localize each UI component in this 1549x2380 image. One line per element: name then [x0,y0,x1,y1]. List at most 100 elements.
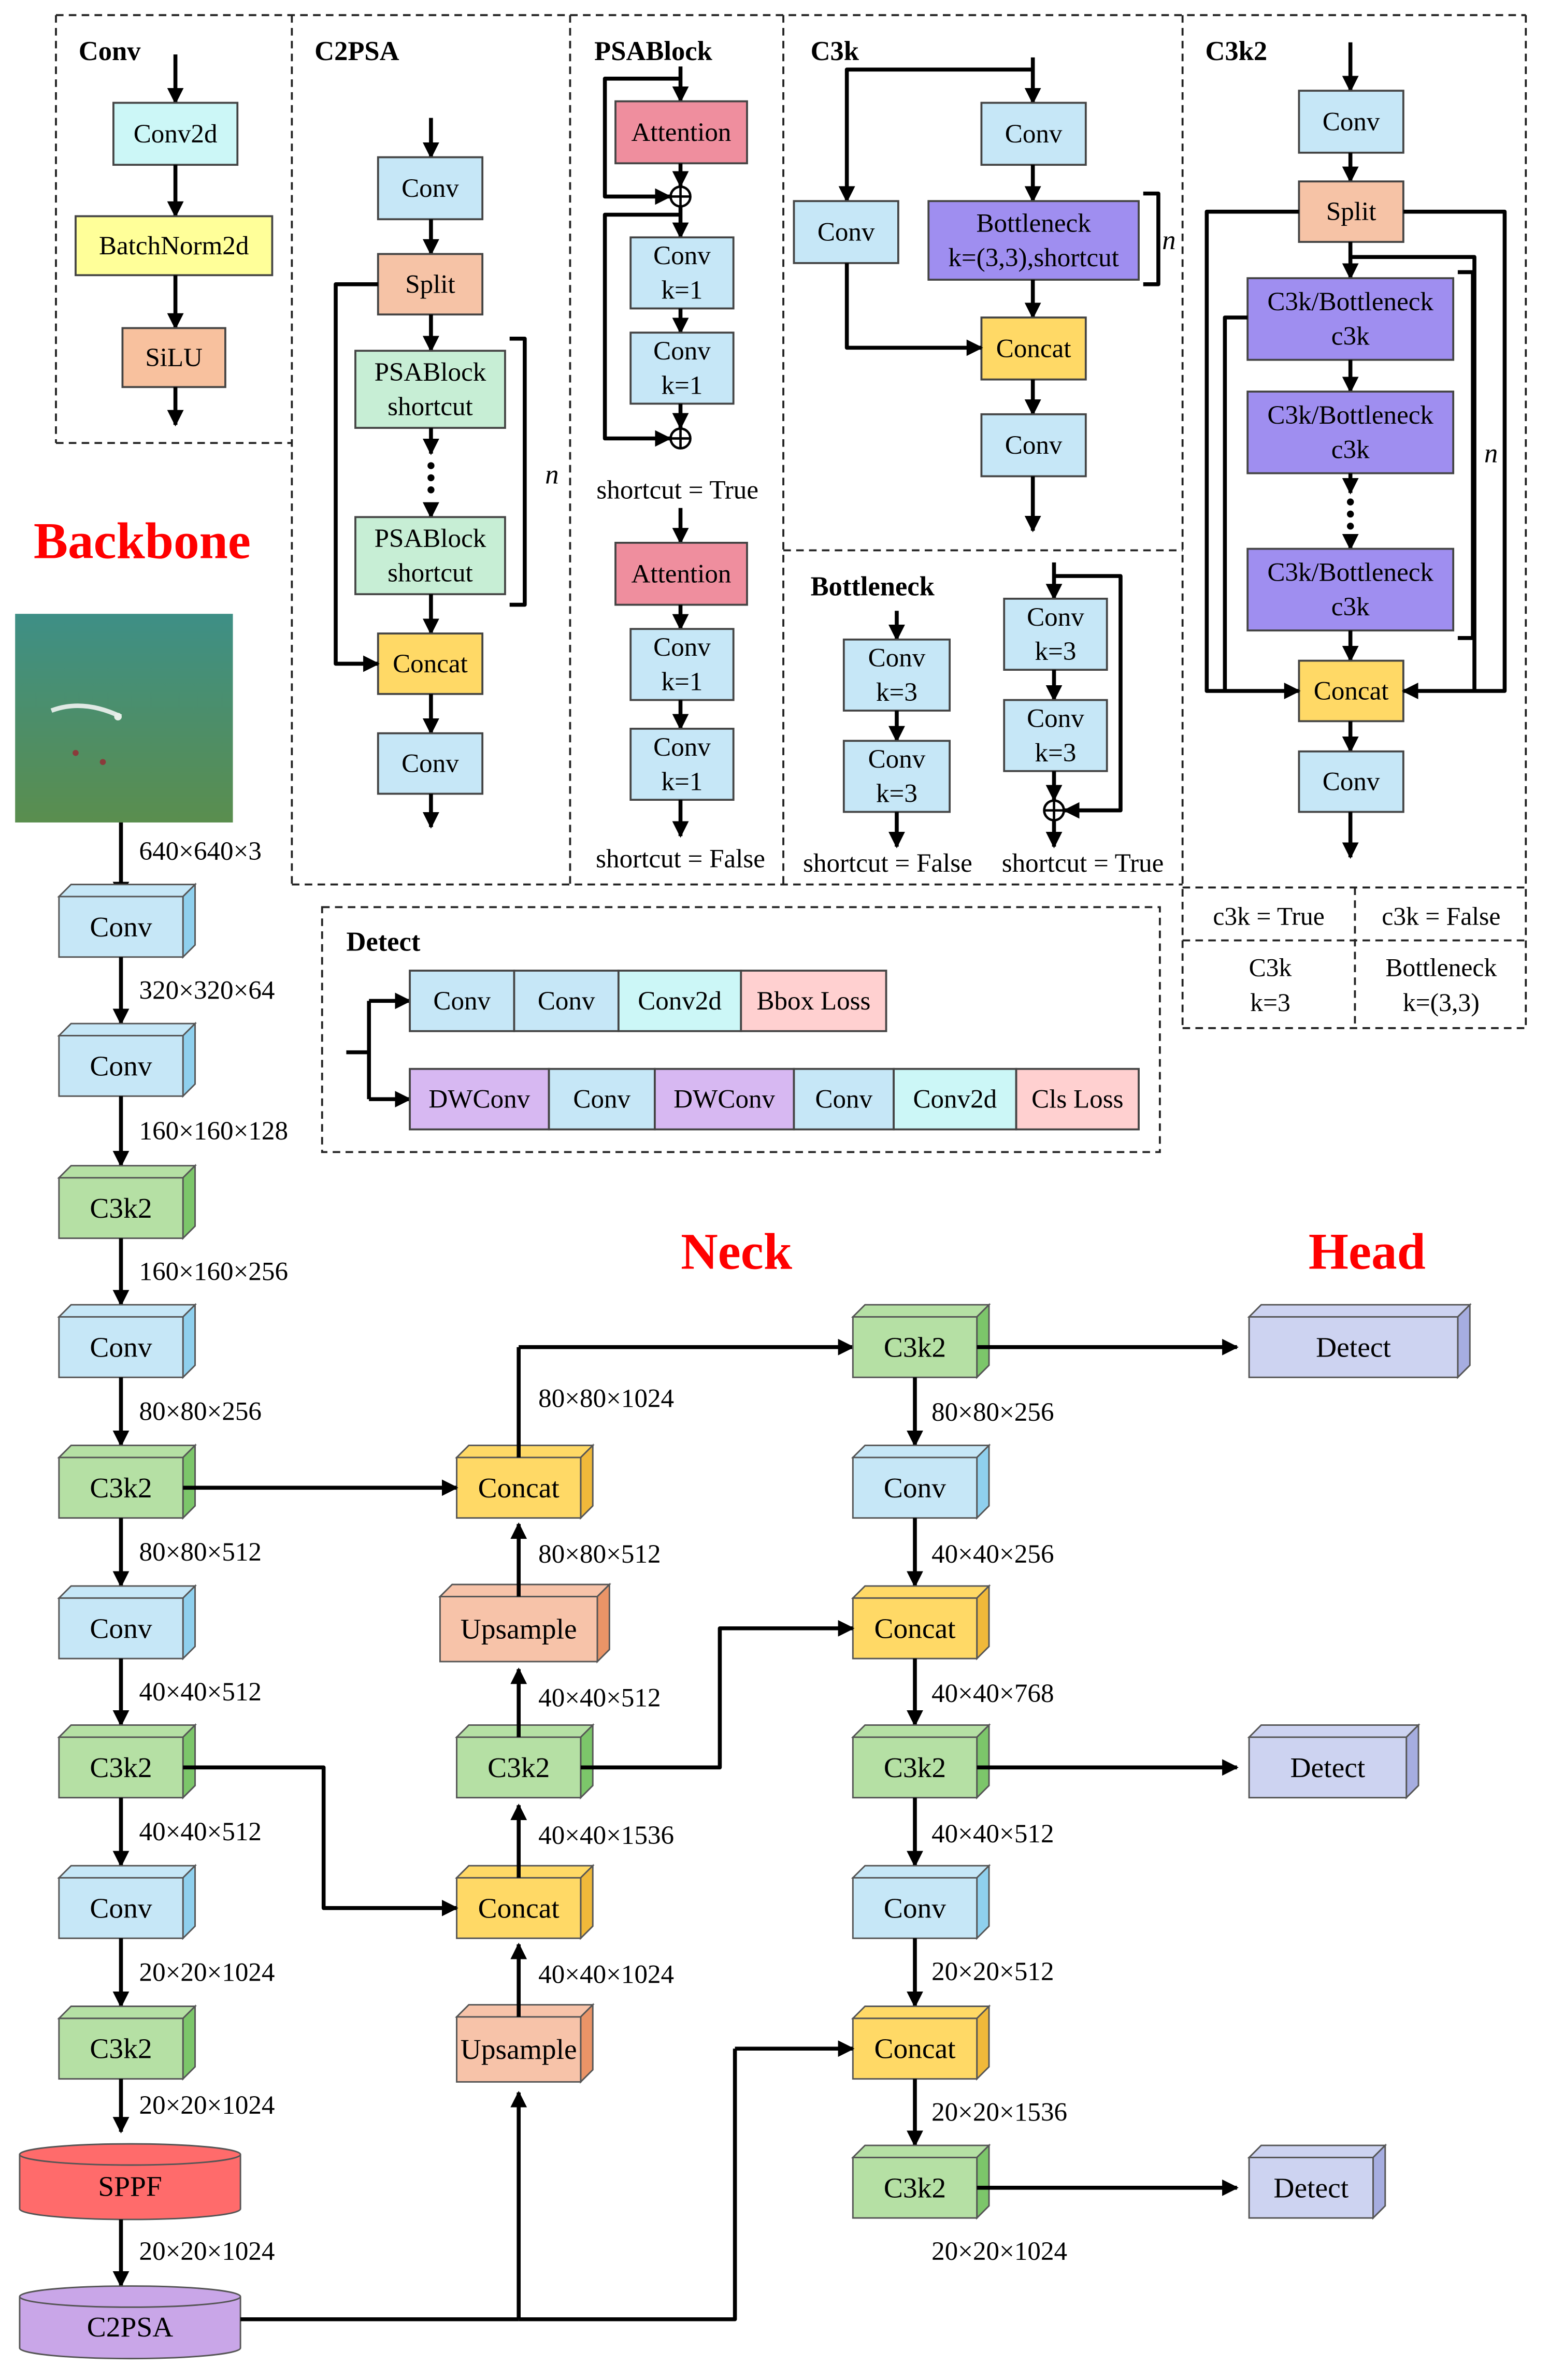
backbone-sppf-out: 20×20×1024 [139,2237,275,2266]
bottleneck-right-conv-2-label-2: k=3 [1035,738,1077,768]
psablock-conv-2-label-2: k=1 [662,370,703,400]
psablock-shortcut-true-label: shortcut = True [596,475,758,504]
head-detect-1-top-face [1247,1304,1472,1318]
c3k2-concat: Concat [1298,659,1404,723]
head-detect-1: Detect [1247,1303,1472,1379]
c3k2-block-1-label-2: c3k [1331,322,1370,351]
detect-panel-row2-block-6-label: Cls Loss [1031,1085,1123,1114]
c3k2-table-col2-value-1: Bottleneck [1385,954,1497,982]
backbone-c2psa-top [19,2285,241,2308]
backbone-layer-1-front-face [58,896,184,958]
conv-panel-batchnorm2d-label: BatchNorm2d [99,231,249,261]
c2psa-psablock-2-label-1: PSABlock [375,524,486,553]
backbone-layer-7-side-face [182,1723,196,1800]
neck-concat-1-side-face [580,1864,594,1940]
head-c3k2-p5-out: 20×20×1024 [931,2237,1067,2266]
head-c3k2-p5-label: C3k2 [884,2172,946,2203]
head-conv-1-top-face [851,1445,991,1459]
detect-panel-row1-block-4-label: Bbox Loss [756,986,870,1016]
c3k2-dots-dot-2 [1346,510,1354,518]
neck-upsample-1-top-face [455,2004,595,2018]
backbone-c2psa-label: C2PSA [87,2311,173,2343]
neck-upsample-2-side-face [596,1582,610,1664]
backbone-layer-1-side-face [182,883,196,959]
detect-panel-row2-block-6-shape [1015,1068,1140,1131]
backbone-layer-3-top-face [57,1165,197,1179]
detect-panel-row1-block-2-shape [513,970,620,1032]
neck-c3k2-1-label: C3k2 [487,1752,550,1783]
head-detect-2: Detect [1247,1723,1421,1800]
backbone-layer-7-label: C3k2 [90,1752,152,1783]
psablock-shortcut-false-label: shortcut = False [596,844,765,873]
detect-panel-row1-block-2: Conv [513,970,620,1032]
backbone-layer-3-front-face [58,1177,184,1239]
c3k-concat: Concat [980,316,1087,381]
c2psa-panel-title: C2PSA [314,36,399,66]
psablock-conv-3-shape [629,628,735,701]
c2psa-split: Split [377,253,484,316]
head-concat-1-top-face [851,1585,991,1599]
psablock-add-1 [669,185,692,208]
psablock-conv-2-label-1: Conv [653,336,711,366]
c3k-conv-bottom-label: Conv [1005,430,1063,460]
input-image-wake [50,703,122,719]
c2psa-conv-bottom: Conv [377,732,484,795]
c3k-merge-arrow [844,263,983,356]
c2psa-dots-dot-2 [427,474,435,482]
c2psa-brace [509,337,527,607]
head-concat-1-label: Concat [874,1612,956,1644]
psablock-attention-2-label: Attention [632,559,732,588]
backbone-layer-7-top-face [57,1724,197,1738]
psablock-conv-4-label-2: k=1 [662,767,703,796]
detect-panel-row2-block-3-shape [654,1068,795,1131]
conv-panel-conv2d-label: Conv2d [134,119,218,149]
c3k2-brace [1457,270,1475,640]
bottleneck-add [1043,799,1065,821]
head-conv-2-front-face [852,1877,978,1939]
neck-concat-1-out: 40×40×1536 [538,1821,674,1850]
backbone-size-2: 160×160×128 [139,1116,288,1146]
c3k2-split: Split [1298,180,1404,243]
c3k2-conv-bottom-shape [1298,750,1404,813]
backbone-sppf-top [19,2143,241,2166]
neck-concat-1-top-face [455,1865,595,1879]
bottleneck-left-conv-1-label-2: k=3 [876,677,917,707]
backbone-layer-2-front-face [58,1035,184,1097]
c3k-n-label: n [1162,225,1175,255]
conv-panel-title: Conv [79,36,141,66]
head-c3k2-p4-label: C3k2 [884,1752,946,1783]
detect-panel-title: Detect [346,927,420,957]
neck-upsample-2-label: Upsample [461,1613,577,1645]
c2psa-conv-bottom-label: Conv [401,749,459,778]
head-arrow-neck-c3k2-to-concat-1 [580,1620,855,1770]
conv-panel-silu: SiLU [121,327,226,388]
c2psa-psablock-1-label-2: shortcut [388,392,473,421]
detect-panel-row1-block-4-shape [740,970,887,1032]
psablock-add-2 [669,427,692,450]
c3k-bottleneck-label-2: k=(3,3),shortcut [948,243,1119,272]
head-conv-2-out: 20×20×512 [931,1957,1054,1986]
head-conv-2-top-face [851,1865,991,1879]
psablock-conv-4-shape [629,728,735,801]
neck-title: Neck [681,1223,793,1280]
head-concat-2-label: Concat [874,2033,956,2065]
c3k2-conv-top: Conv [1298,90,1404,154]
conv-panel-batchnorm2d-shape [75,215,274,277]
c3k2-table-col1-header: c3k = True [1213,902,1324,930]
neck-concat-2-front-face [456,1456,582,1519]
backbone-layer-5-top-face [57,1445,197,1459]
head-concat-2: Concat [851,2004,991,2081]
neck-concat-1-front-face [456,1877,582,1939]
bottleneck-left-conv-1-label-1: Conv [868,643,926,673]
c3k2-dots-dot-1 [1346,498,1354,506]
c2psa-concat-shape [377,632,484,695]
backbone-layer-8-top-face [57,1865,197,1879]
c3k2-n-label: n [1484,439,1498,469]
c2psa-psablock-1-label-1: PSABlock [375,357,486,387]
head-detect-1-side-face [1457,1303,1471,1379]
backbone-layer-1: Conv [57,883,197,959]
